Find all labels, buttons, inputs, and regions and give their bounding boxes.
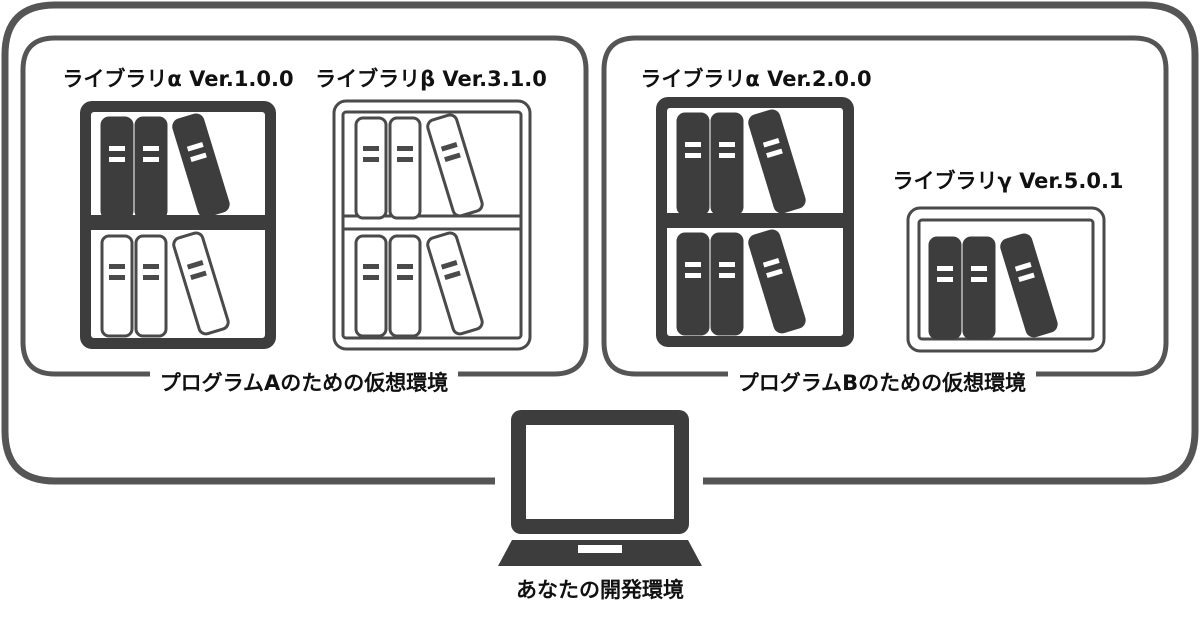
library-beta-bookcase: ライブラリβ Ver.3.1.0 — [315, 67, 547, 351]
library-gamma-bookcase: ライブラリγ Ver.5.0.1 — [892, 169, 1124, 353]
outer-env-frame — [1, 1, 1199, 485]
library-beta-label: ライブラリβ Ver.3.1.0 — [315, 67, 547, 91]
virtual-env-b-label: プログラムBのための仮想環境 — [738, 371, 1026, 395]
virtual-env-a: プログラムAのための仮想環境 — [20, 35, 589, 395]
dev-env-label: あなたの開発環境 — [516, 578, 684, 602]
library-alpha-v1-bookcase: ライブラリα Ver.1.0.0 — [62, 67, 294, 349]
library-alpha-v2-label: ライブラリα Ver.2.0.0 — [640, 67, 871, 91]
laptop-icon — [498, 410, 702, 566]
library-gamma-label: ライブラリγ Ver.5.0.1 — [892, 169, 1123, 193]
library-alpha-v2-bookcase: ライブラリα Ver.2.0.0 — [640, 67, 872, 347]
library-alpha-v1-label: ライブラリα Ver.1.0.0 — [62, 67, 293, 91]
virtual-env-b: プログラムBのための仮想環境 — [601, 35, 1169, 395]
virtual-env-a-frame — [20, 35, 589, 377]
virtual-env-b-frame — [601, 35, 1169, 377]
virtual-env-a-label: プログラムAのための仮想環境 — [160, 371, 449, 395]
